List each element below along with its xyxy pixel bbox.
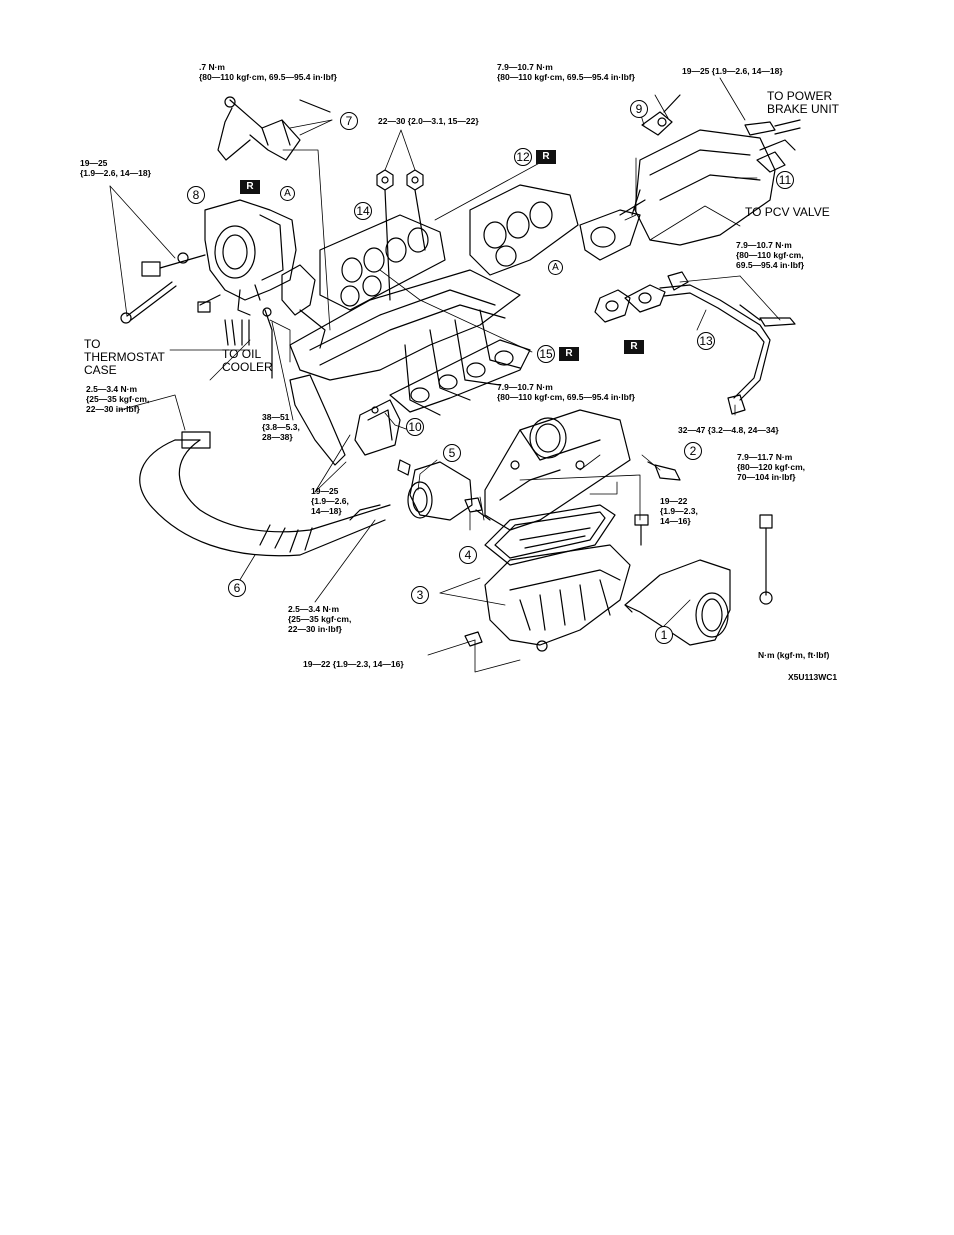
callout-15: 15 — [537, 345, 555, 363]
replace-mark-gasket-12: R — [536, 150, 556, 164]
label-figure-code: X5U113WC1 — [788, 672, 838, 682]
torque-label-top-right: 19—25 {1.9—2.6, 14—18} — [682, 66, 783, 76]
torque-label-item9: 7.9—10.7 N·m {80—110 kgf·cm, 69.5—95.4 i… — [497, 62, 635, 82]
replace-mark-gasket-15: R — [559, 347, 579, 361]
torque-label-hose-left: 2.5—3.4 N·m {25—35 kgf·cm, 22—30 in·lbf} — [86, 384, 150, 414]
callout-12: 12 — [514, 148, 532, 166]
torque-label-bracket: 19—25 {1.9—2.6, 14—18} — [311, 486, 349, 516]
callout-8: 8 — [187, 186, 205, 204]
callout-9: 9 — [630, 100, 648, 118]
callout-1: 1 — [655, 626, 673, 644]
callout-10: 10 — [406, 418, 424, 436]
gasket-12 — [469, 184, 579, 276]
callout-14: 14 — [354, 202, 372, 220]
torque-label-air-cleaner: 7.9—10.7 N·m {80—110 kgf·cm, 69.5—95.4 i… — [497, 382, 635, 402]
callout-7: 7 — [340, 112, 358, 130]
egr-pipe-13 — [659, 271, 771, 415]
replace-mark-gasket-a: R — [624, 340, 644, 354]
label-oil-cooler: TO OIL COOLER — [222, 347, 273, 374]
upper-plenum-11 — [579, 129, 796, 261]
label-thermostat-case: TO THERMOSTAT CASE — [84, 337, 165, 377]
marker-a-plenum: A — [548, 260, 563, 275]
torque-label-hose-mid: 2.5—3.4 N·m {25—35 kgf·cm, 22—30 in·lbf} — [288, 604, 352, 634]
torque-label-pipe: 32—47 {3.2—4.8, 24—34} — [678, 425, 779, 435]
torque-label-nuts: 22—30 {2.0—3.1, 15—22} — [378, 116, 479, 126]
air-hose-6 — [139, 431, 391, 557]
airflow-meter-5 — [397, 459, 473, 521]
air-cleaner-cover — [484, 409, 631, 531]
callout-2: 2 — [684, 442, 702, 460]
callout-4: 4 — [459, 546, 477, 564]
label-units: N·m (kgf·m, ft·lbf) — [758, 650, 830, 660]
replace-mark-throttle: R — [240, 180, 260, 194]
callout-3: 3 — [411, 586, 429, 604]
torque-label-box-bolt: 19—22 {1.9—2.3, 14—16} — [660, 496, 698, 526]
torque-label-bottom: 19—22 {1.9—2.3, 14—16} — [303, 659, 404, 669]
air-cleaner-case-3 — [484, 544, 631, 652]
bolt-left — [120, 281, 177, 324]
callout-6: 6 — [228, 579, 246, 597]
air-filter-4 — [484, 504, 616, 566]
label-pcv-valve: TO PCV VALVE — [745, 205, 830, 219]
gasket-14 — [319, 214, 446, 311]
duct-1 — [624, 559, 731, 646]
torque-label-left: 19—25 {1.9—2.6, 14—18} — [80, 158, 151, 178]
marker-a-throttle: A — [280, 186, 295, 201]
torque-label-item13: 7.9—10.7 N·m {80—110 kgf·cm, 69.5—95.4 i… — [736, 240, 805, 270]
bracket-7 — [217, 96, 331, 161]
lower-manifold — [281, 264, 521, 416]
callout-13: 13 — [697, 332, 715, 350]
torque-label-right-bolt: 7.9—11.7 N·m {80—120 kgf·cm, 70—104 in·l… — [737, 452, 806, 482]
callout-5: 5 — [443, 444, 461, 462]
torque-label-item7: .7 N·m {80—110 kgf·cm, 69.5—95.4 in·lbf} — [199, 62, 337, 82]
throttle-body-8 — [141, 199, 297, 316]
callout-11: 11 — [776, 171, 794, 189]
torque-label-38-51: 38—51 {3.8—5.3, 28—38} — [262, 412, 300, 442]
gasket-15 — [389, 339, 531, 413]
label-power-brake: TO POWER BRAKE UNIT — [767, 89, 840, 116]
bracket-10 — [354, 399, 401, 456]
